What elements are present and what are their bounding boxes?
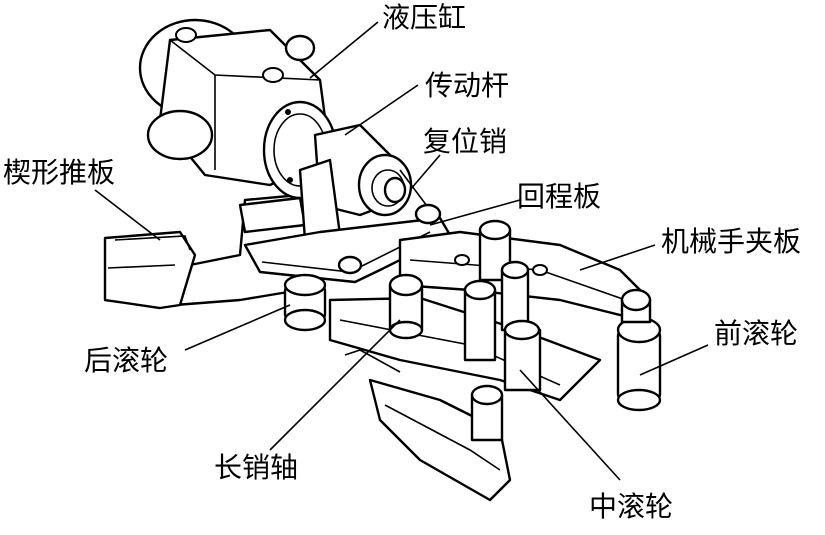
front-roller	[616, 288, 662, 412]
leader-lines	[94, 21, 709, 481]
label-mechanical-gripper-plate: 机械手夹板	[661, 225, 802, 258]
label-drive-rod: 传动杆	[425, 69, 510, 102]
return-plate	[243, 169, 452, 284]
label-front-roller: 前滚轮	[714, 317, 799, 350]
label-rear-roller: 后滚轮	[84, 344, 169, 377]
label-hydraulic-cylinder: 液压缸	[382, 1, 467, 34]
label-middle-roller: 中滚轮	[589, 490, 674, 523]
gripper-pins	[463, 219, 542, 442]
label-wedge-push-plate: 楔形推板	[3, 156, 116, 189]
label-reset-pin: 复位销	[423, 125, 508, 158]
label-return-plate: 回程板	[517, 180, 602, 213]
drive-rod	[298, 123, 413, 242]
long-pin-shaft	[388, 273, 424, 340]
hydraulic-cylinder	[138, 18, 338, 200]
label-long-pin-shaft: 长销轴	[214, 451, 299, 484]
rear-roller	[283, 273, 327, 332]
